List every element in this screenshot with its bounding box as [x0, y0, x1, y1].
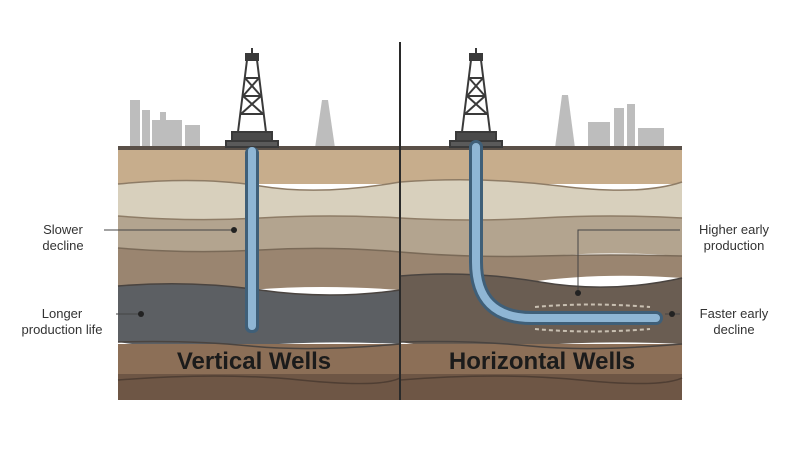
callout-longer-life: Longer production life: [8, 306, 116, 338]
callout-slower-decline: Slower decline: [28, 222, 98, 254]
callout-higher-early-line1: Higher early: [684, 222, 784, 238]
derrick-right-icon: [450, 48, 502, 147]
callout-longer-life-line1: Longer: [8, 306, 116, 322]
callout-longer-life-line2: production life: [8, 322, 116, 338]
callout-faster-early: Faster early decline: [684, 306, 784, 338]
vertical-wells-title: Vertical Wells: [177, 348, 331, 375]
derrick-left-icon: [226, 48, 278, 147]
callout-faster-early-line2: decline: [684, 322, 784, 338]
callout-higher-early-line2: production: [684, 238, 784, 254]
callout-slower-decline-line2: decline: [28, 238, 98, 254]
skyline-right: [555, 95, 664, 148]
vertical-well-pipe: [245, 147, 259, 333]
horizontal-wells-title: Horizontal Wells: [449, 348, 635, 375]
callout-faster-early-line1: Faster early: [684, 306, 784, 322]
callout-slower-decline-line1: Slower: [28, 222, 98, 238]
callout-higher-early: Higher early production: [684, 222, 784, 254]
